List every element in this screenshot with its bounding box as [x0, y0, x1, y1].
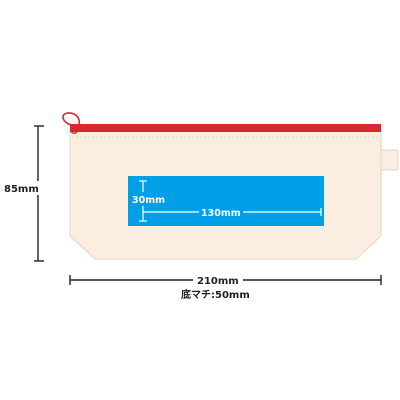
gusset-label: 底マチ:50mm [181, 288, 250, 301]
print-width-label-bg [199, 206, 243, 218]
zipper-tape [70, 124, 381, 132]
width-label-bg [193, 273, 243, 287]
height-label-bg [3, 181, 53, 195]
side-tab [380, 149, 399, 171]
height-label: 85mm [4, 184, 39, 195]
zipper-pull-icon [62, 112, 81, 134]
print-height-label-bg [131, 192, 167, 206]
print-width-label: 130mm [201, 208, 241, 219]
width-label: 210mm [197, 276, 239, 287]
print-height-label: 30mm [132, 195, 165, 206]
